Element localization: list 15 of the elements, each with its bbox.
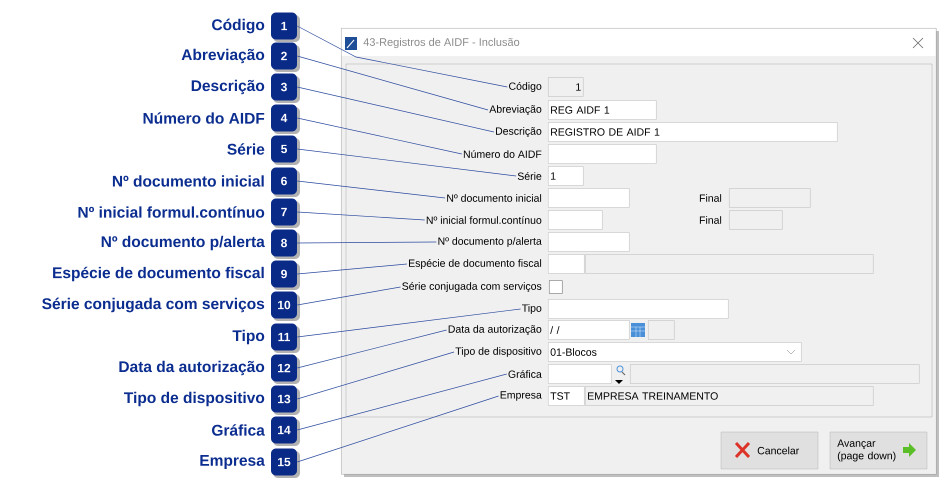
callout-label: Empresa (200, 455, 265, 469)
callout-label: Tipo de dispositivo (124, 392, 264, 406)
callout-label: Série conjugada com serviços (42, 298, 264, 312)
callout-label: Gráfica (212, 424, 265, 436)
callout-label: Descrição (192, 80, 264, 94)
callout-label: Tipo (232, 330, 264, 344)
callout-label: Nº inicial formul.contínuo (78, 206, 264, 218)
callout-label: Nº documento inicial (112, 175, 264, 187)
callout-label: Número do AIDF (144, 112, 264, 124)
callout-label: Data da autorização (119, 360, 264, 376)
callout-label: Espécie de documento fiscal (53, 266, 264, 282)
callout-label: Nº documento p/alerta (102, 236, 265, 250)
callout-label: Série (227, 143, 264, 155)
callout-label: Abreviação (182, 48, 264, 64)
callout-label: Código (212, 18, 264, 34)
